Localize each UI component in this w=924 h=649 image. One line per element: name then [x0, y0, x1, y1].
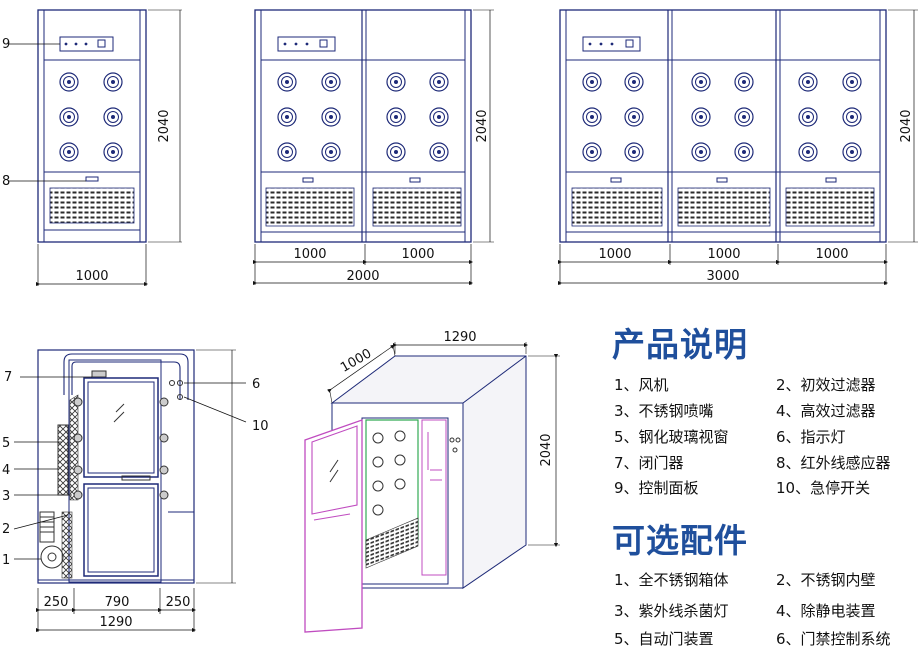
option-item: 5、自动门装置 — [614, 630, 714, 648]
triple-unit-1-label: 1000 — [598, 247, 631, 262]
option-item: 3、紫外线杀菌灯 — [614, 602, 729, 620]
isometric-view — [304, 342, 560, 633]
product-desc-item: 1、风机 — [614, 376, 669, 394]
option-item: 1、全不锈钢箱体 — [614, 571, 729, 589]
product-desc-item: 8、红外线感应器 — [776, 454, 891, 472]
iso-width-label: 1290 — [443, 330, 476, 345]
product-desc-item: 2、初效过滤器 — [776, 376, 876, 394]
product-desc-item: 5、钢化玻璃视窗 — [614, 428, 729, 446]
triple-unit-3-label: 1000 — [815, 247, 848, 262]
side-section-view — [13, 349, 247, 633]
product-desc-item: 4、高效过滤器 — [776, 402, 876, 420]
callout-9: 9 — [2, 37, 10, 52]
side-total-label: 1290 — [99, 615, 132, 630]
double-unit-1-label: 1000 — [293, 247, 326, 262]
triple-unit-view — [557, 9, 918, 286]
callout-8: 8 — [2, 174, 10, 189]
triple-unit-2-label: 1000 — [707, 247, 740, 262]
callout-5: 5 — [2, 436, 10, 451]
product-desc-item: 9、控制面板 — [614, 479, 699, 497]
single-width-label: 1000 — [75, 269, 108, 284]
triple-total-label: 3000 — [706, 269, 739, 284]
callout-3: 3 — [2, 489, 10, 504]
callout-10: 10 — [252, 419, 269, 434]
option-item: 4、除静电装置 — [776, 602, 876, 620]
single-unit-view — [8, 9, 182, 287]
product-desc-item: 6、指示灯 — [776, 428, 846, 446]
option-item: 6、门禁控制系统 — [776, 630, 891, 648]
product-desc-item: 7、闭门器 — [614, 454, 684, 472]
callout-2: 2 — [2, 522, 10, 537]
callout-4: 4 — [2, 463, 10, 478]
side-right-label: 250 — [166, 595, 191, 610]
iso-height-label: 2040 — [539, 433, 554, 466]
callout-7: 7 — [4, 370, 12, 385]
double-unit-view — [252, 9, 494, 286]
triple-height-label: 2040 — [899, 109, 914, 142]
product-desc-item: 3、不锈钢喷嘴 — [614, 402, 714, 420]
product-desc-title: 产品说明 — [612, 325, 748, 364]
single-height-label: 2040 — [157, 109, 172, 142]
double-total-label: 2000 — [346, 269, 379, 284]
options-title: 可选配件 — [612, 521, 748, 560]
side-mid-label: 790 — [105, 595, 130, 610]
product-desc-item: 10、急停开关 — [776, 479, 871, 497]
callout-1: 1 — [2, 553, 10, 568]
double-unit-2-label: 1000 — [401, 247, 434, 262]
callout-6: 6 — [252, 377, 260, 392]
side-left-label: 250 — [44, 595, 69, 610]
double-height-label: 2040 — [475, 109, 490, 142]
option-item: 2、不锈钢内壁 — [776, 571, 876, 589]
